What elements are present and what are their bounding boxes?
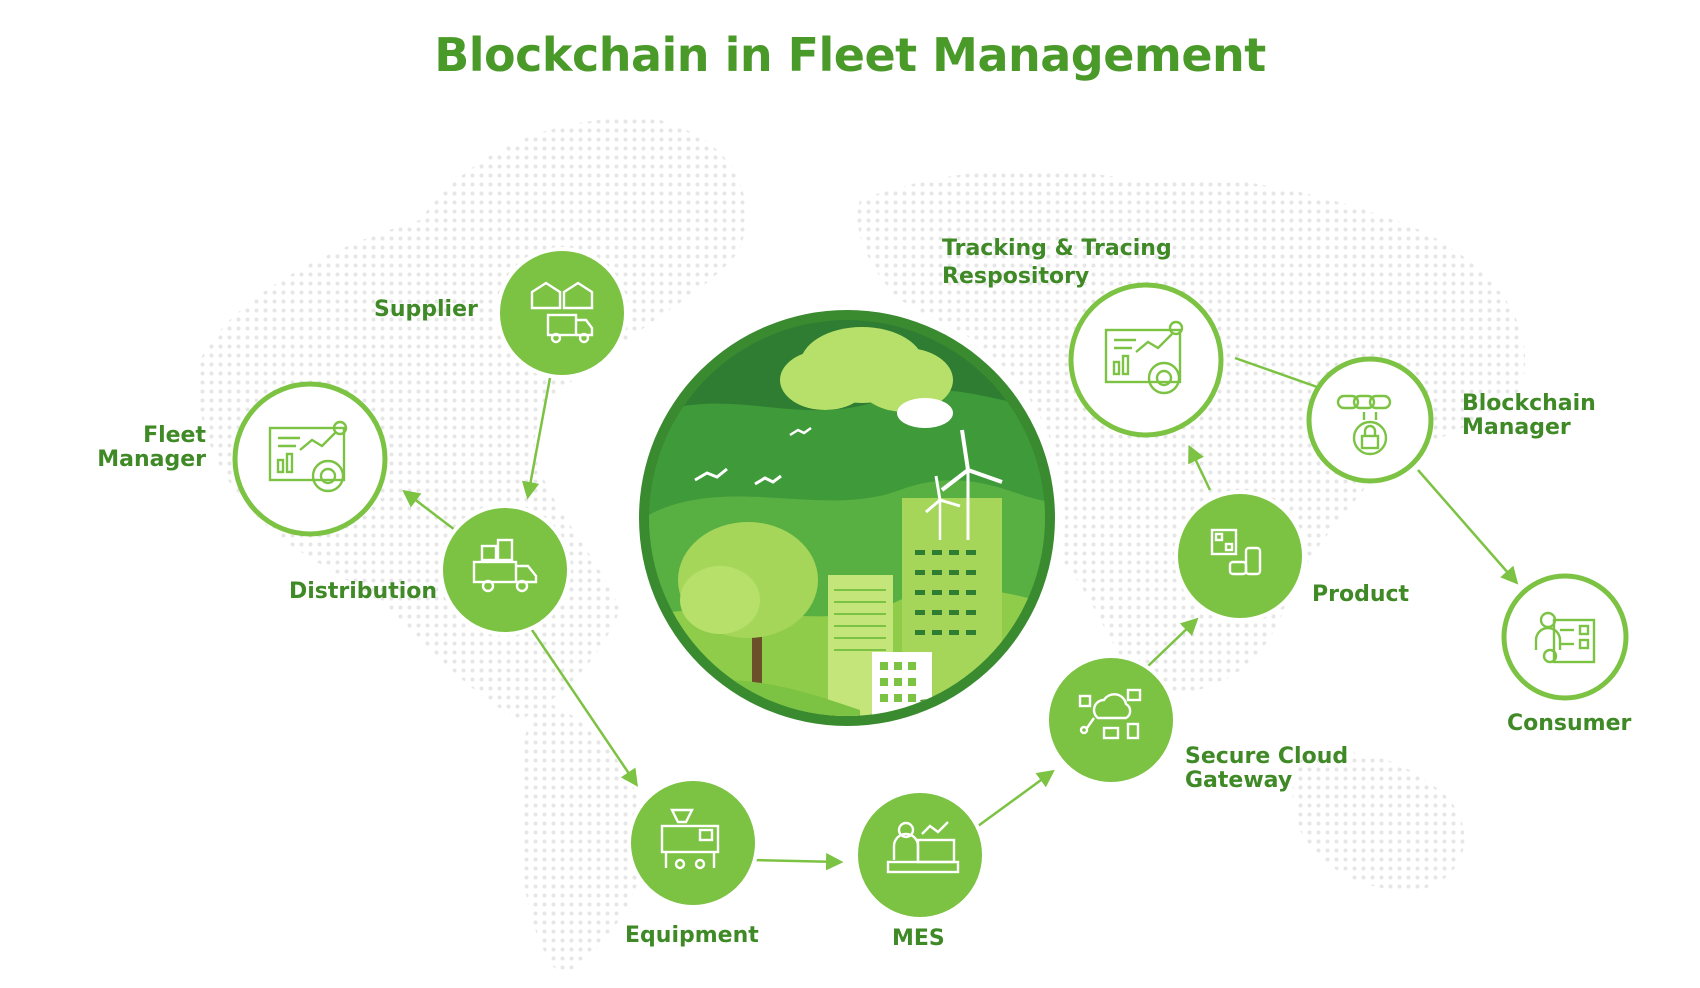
fleet-manager-label-line2: Manager <box>97 447 206 472</box>
person-checklist-icon <box>1534 611 1596 664</box>
secure-cloud-gateway-node <box>1045 654 1177 786</box>
arrow-equipment-mes <box>751 852 844 871</box>
central-green-city-illustration <box>629 300 1065 736</box>
blockchain-manager-label-line1: Blockchain <box>1462 391 1596 416</box>
mes-label: MES <box>892 926 945 951</box>
arrow-distribution-equipment <box>530 629 638 787</box>
tracking-tracing-label: Tracking & Tracing Respository <box>942 235 1172 291</box>
arrow-mes-secure-cloud <box>977 769 1055 828</box>
chain-lock-icon <box>1336 394 1392 456</box>
arrow-distribution-fleet-manager <box>402 489 456 531</box>
arrow-supplier-distribution <box>521 377 552 500</box>
secure-cloud-gateway-label-line1: Secure Cloud <box>1185 744 1349 769</box>
distribution-label: Distribution <box>289 579 438 604</box>
consumer-node <box>1501 573 1629 701</box>
equipment-label: Equipment <box>625 923 759 948</box>
arrow-blockchain-consumer <box>1417 469 1519 585</box>
warehouse-truck-icon <box>530 281 594 344</box>
equipment-node <box>627 777 759 909</box>
product-node <box>1174 490 1306 622</box>
blockchain-manager-label: Blockchain Manager <box>1462 392 1596 440</box>
workstation-analytics-icon <box>886 821 960 874</box>
arrow-secure-cloud-product <box>1145 617 1199 669</box>
mes-node <box>854 789 986 921</box>
arrow-product-tracking <box>1188 444 1212 491</box>
supplier-node <box>496 247 628 379</box>
tracking-tracing-label-line1: Tracking & Tracing <box>942 236 1172 261</box>
product-label: Product <box>1312 582 1410 607</box>
fleet-manager-label: Fleet Manager <box>80 424 206 472</box>
machine-equipment-icon <box>660 808 720 870</box>
page-title: Blockchain in Fleet Management <box>434 28 1266 82</box>
analytics-dashboard-icon <box>268 420 348 493</box>
distribution-node <box>439 504 571 636</box>
secure-cloud-gateway-label-line2: Gateway <box>1185 768 1293 793</box>
consumer-label: Consumer <box>1507 711 1632 736</box>
blockchain-manager-node <box>1306 356 1434 484</box>
qr-product-icon <box>1210 528 1262 576</box>
flow-arrows <box>402 356 1519 871</box>
fleet-manager-label-line1: Fleet <box>143 423 206 448</box>
fleet-manager-node <box>232 381 388 537</box>
analytics-dashboard-icon <box>1104 320 1184 395</box>
cloud-network-icon <box>1078 688 1142 740</box>
supplier-label: Supplier <box>374 297 478 322</box>
blockchain-manager-label-line2: Manager <box>1462 415 1571 440</box>
tracking-tracing-label-line2: Respository <box>942 264 1090 289</box>
tracking-tracing-node <box>1068 282 1224 438</box>
delivery-truck-icon <box>472 538 538 593</box>
secure-cloud-gateway-label: Secure Cloud Gateway <box>1185 745 1348 793</box>
connector-tracking-blockchain <box>1234 356 1321 390</box>
